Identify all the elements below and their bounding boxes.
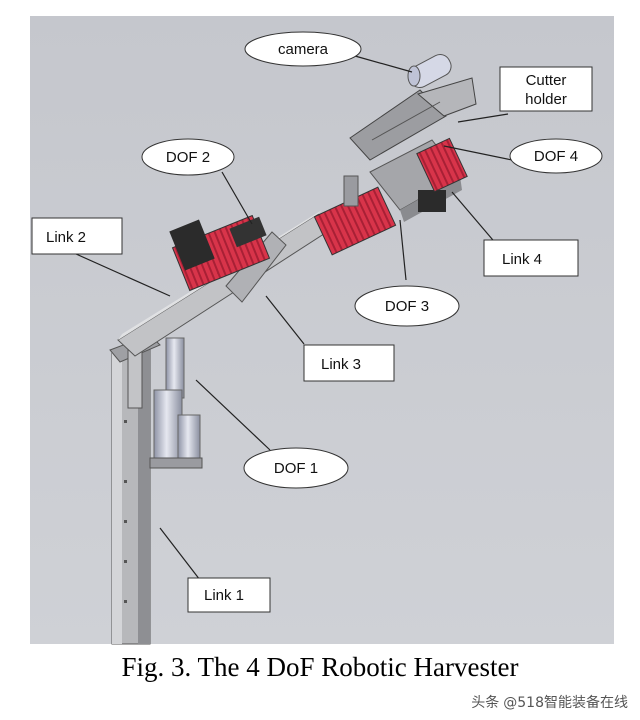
watermark-handle: @518智能装备在线: [503, 695, 628, 711]
robot-diagram: camera Cutter holder DOF 2 DOF 4 Link 2 …: [30, 16, 614, 645]
label-link4: Link 4: [483, 239, 579, 277]
label-dof2: DOF 2: [141, 138, 235, 176]
dof2-motor: [169, 214, 271, 292]
label-link2: Link 2: [31, 217, 123, 255]
label-cutter-holder: Cutter holder: [499, 66, 593, 112]
label-dof3-text: DOF 3: [385, 298, 429, 315]
label-cutter-holder-line1: Cutter: [526, 72, 567, 89]
label-link3: Link 3: [303, 344, 395, 382]
label-camera-text: camera: [278, 41, 329, 58]
label-link1-text: Link 1: [204, 587, 244, 604]
figure-caption: Fig. 3. The 4 DoF Robotic Harvester: [121, 652, 519, 682]
label-dof1-text: DOF 1: [274, 460, 318, 477]
label-link2-text: Link 2: [46, 229, 86, 246]
label-dof4-text: DOF 4: [534, 148, 578, 165]
label-dof3: DOF 3: [354, 285, 460, 327]
label-camera: camera: [244, 31, 362, 67]
dof4-motor: [416, 137, 468, 193]
leader-lines: [75, 55, 513, 581]
watermark-source: 头条: [471, 695, 500, 711]
camera-device: [407, 53, 452, 89]
label-dof1: DOF 1: [243, 447, 349, 489]
label-dof4: DOF 4: [509, 138, 603, 174]
watermark: 头条 @518智能装备在线: [471, 692, 628, 712]
dof1-actuator: [149, 337, 203, 469]
label-dof2-text: DOF 2: [166, 149, 210, 166]
label-link1: Link 1: [187, 577, 271, 613]
label-link4-text: Link 4: [502, 251, 542, 268]
dof3-motor: [313, 175, 397, 256]
label-link3-text: Link 3: [321, 356, 361, 373]
label-cutter-holder-line2: holder: [525, 91, 567, 108]
cutter-holder: [349, 77, 477, 161]
